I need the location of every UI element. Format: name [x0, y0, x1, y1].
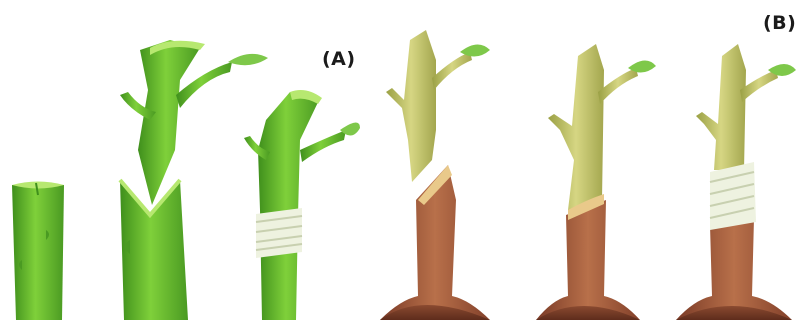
rootstock-cut-stem — [12, 182, 64, 320]
leaf-icon — [228, 54, 268, 65]
wedge-scion — [120, 40, 268, 205]
wrapped-graft-olive — [676, 44, 796, 320]
olive-scion-detached — [386, 30, 490, 182]
brown-rootstock-1 — [380, 165, 490, 320]
panel-label-a: (A) — [322, 48, 356, 70]
cleft-rootstock — [120, 180, 188, 320]
grafting-wrap — [256, 208, 302, 258]
panel-label-b: (B) — [763, 12, 796, 34]
wrapped-graft-green — [244, 90, 360, 320]
joined-graft — [536, 44, 656, 320]
grafting-wrap — [710, 162, 756, 230]
